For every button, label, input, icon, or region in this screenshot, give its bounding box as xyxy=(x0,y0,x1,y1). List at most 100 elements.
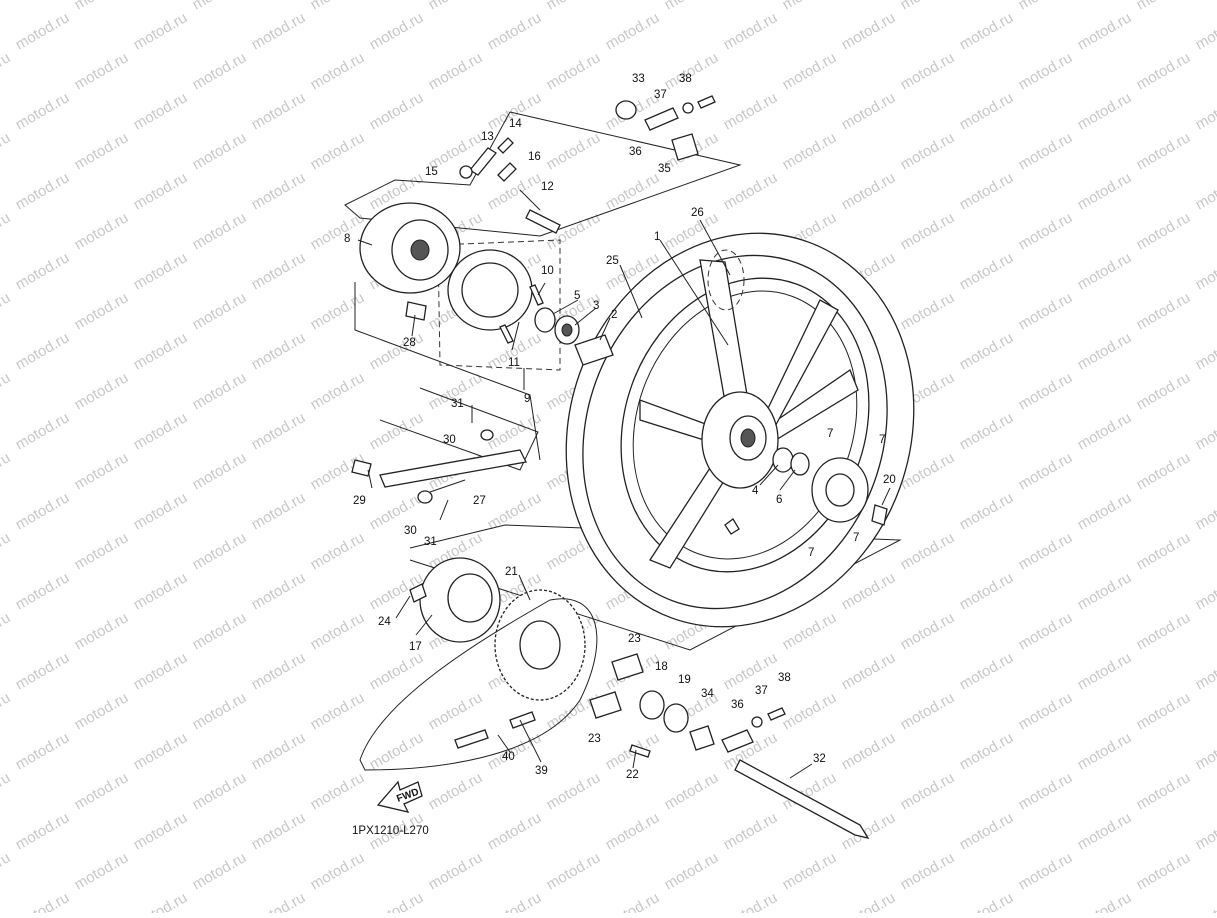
callout-37b: 37 xyxy=(755,685,768,697)
watermark-text: motod.ru xyxy=(898,849,958,893)
watermark-text: motod.ru xyxy=(1016,209,1076,253)
watermark-text: motod.ru xyxy=(1075,249,1135,293)
watermark-text: motod.ru xyxy=(1016,129,1076,173)
watermark-text: motod.ru xyxy=(190,609,250,653)
watermark-text: motod.ru xyxy=(957,729,1017,773)
watermark-text: motod.ru xyxy=(1134,529,1194,573)
callout-24: 24 xyxy=(378,616,391,628)
watermark-text: motod.ru xyxy=(367,329,427,373)
callout-30a: 30 xyxy=(443,434,456,446)
callout-40: 40 xyxy=(502,751,515,763)
watermark-text: motod.ru xyxy=(308,289,368,333)
watermark-text: motod.ru xyxy=(957,9,1017,53)
watermark-text: motod.ru xyxy=(308,49,368,93)
callout-10: 10 xyxy=(541,265,554,277)
watermark-text: motod.ru xyxy=(898,609,958,653)
callout-15: 15 xyxy=(425,166,438,178)
watermark-text: motod.ru xyxy=(72,49,132,93)
callout-14: 14 xyxy=(509,118,522,130)
watermark-text: motod.ru xyxy=(662,49,722,93)
callout-29: 29 xyxy=(353,495,366,507)
watermark-text: motod.ru xyxy=(72,369,132,413)
watermark-text: motod.ru xyxy=(898,529,958,573)
watermark-text: motod.ru xyxy=(13,329,73,373)
watermark-text: motod.ru xyxy=(0,609,13,653)
watermark-text: motod.ru xyxy=(1193,809,1217,853)
callout-31a: 31 xyxy=(451,398,464,410)
callout-3: 3 xyxy=(593,300,599,312)
watermark-text: motod.ru xyxy=(485,889,545,913)
watermark-text: motod.ru xyxy=(190,529,250,573)
watermark-text: motod.ru xyxy=(662,849,722,893)
watermark-text: motod.ru xyxy=(249,89,309,133)
cam-shaft xyxy=(526,210,560,233)
washer-37b xyxy=(752,717,762,727)
watermark-text: motod.ru xyxy=(1016,49,1076,93)
watermark-text: motod.ru xyxy=(72,849,132,893)
watermark-text: motod.ru xyxy=(1016,609,1076,653)
watermark-text: motod.ru xyxy=(1134,849,1194,893)
callout-7d: 7 xyxy=(808,547,814,559)
watermark-text: motod.ru xyxy=(1193,409,1217,453)
watermark-text: motod.ru xyxy=(308,769,368,813)
watermark-text: motod.ru xyxy=(190,209,250,253)
watermark-text: motod.ru xyxy=(0,0,13,13)
watermark-text: motod.ru xyxy=(0,529,13,573)
watermark-text: motod.ru xyxy=(190,289,250,333)
watermark-text: motod.ru xyxy=(1193,889,1217,913)
watermark-text: motod.ru xyxy=(839,569,899,613)
watermark-text: motod.ru xyxy=(190,769,250,813)
watermark-text: motod.ru xyxy=(249,809,309,853)
watermark-text: motod.ru xyxy=(190,849,250,893)
watermark-text: motod.ru xyxy=(367,409,427,453)
callout-8: 8 xyxy=(344,233,350,245)
watermark-text: motod.ru xyxy=(898,209,958,253)
watermark-text: motod.ru xyxy=(898,0,958,13)
bolt-29 xyxy=(352,460,371,476)
collar-34 xyxy=(690,726,714,750)
watermark-text: motod.ru xyxy=(957,249,1017,293)
watermark-text: motod.ru xyxy=(721,9,781,53)
joint-40 xyxy=(455,730,488,748)
watermark-text: motod.ru xyxy=(0,689,13,733)
watermark-text: motod.ru xyxy=(1075,889,1135,913)
callout-5: 5 xyxy=(574,290,580,302)
watermark-text: motod.ru xyxy=(544,129,604,173)
callout-18: 18 xyxy=(655,661,668,673)
bolt-38 xyxy=(698,96,715,108)
watermark-text: motod.ru xyxy=(72,0,132,13)
watermark-text: motod.ru xyxy=(544,0,604,13)
watermark-text: motod.ru xyxy=(1134,49,1194,93)
watermark-text: motod.ru xyxy=(190,0,250,13)
callout-7c: 7 xyxy=(853,532,859,544)
callout-6: 6 xyxy=(776,494,782,506)
watermark-text: motod.ru xyxy=(780,609,840,653)
watermark-text: motod.ru xyxy=(131,249,191,293)
watermark-text: motod.ru xyxy=(603,169,663,213)
watermark-text: motod.ru xyxy=(190,689,250,733)
brake-assembly xyxy=(360,138,560,343)
callout-22: 22 xyxy=(626,769,639,781)
seal-19 xyxy=(664,704,688,732)
callout-28: 28 xyxy=(403,337,416,349)
watermark-text: motod.ru xyxy=(721,809,781,853)
watermark-text: motod.ru xyxy=(308,129,368,173)
watermark-text: motod.ru xyxy=(131,409,191,453)
watermark-text: motod.ru xyxy=(1193,569,1217,613)
watermark-text: motod.ru xyxy=(1193,489,1217,533)
watermark-text: motod.ru xyxy=(190,369,250,413)
callout-4: 4 xyxy=(752,485,759,497)
watermark-text: motod.ru xyxy=(13,649,73,693)
watermark-text: motod.ru xyxy=(249,169,309,213)
callout-36b: 36 xyxy=(731,699,744,711)
watermark-text: motod.ru xyxy=(485,9,545,53)
watermark-text: motod.ru xyxy=(13,569,73,613)
nut-33 xyxy=(616,101,636,119)
watermark-text: motod.ru xyxy=(1016,849,1076,893)
watermark-text: motod.ru xyxy=(1193,89,1217,133)
watermark-text: motod.ru xyxy=(426,689,486,733)
watermark-text: motod.ru xyxy=(957,409,1017,453)
watermark-text: motod.ru xyxy=(367,489,427,533)
watermark-text: motod.ru xyxy=(308,529,368,573)
callout-2: 2 xyxy=(611,309,617,321)
